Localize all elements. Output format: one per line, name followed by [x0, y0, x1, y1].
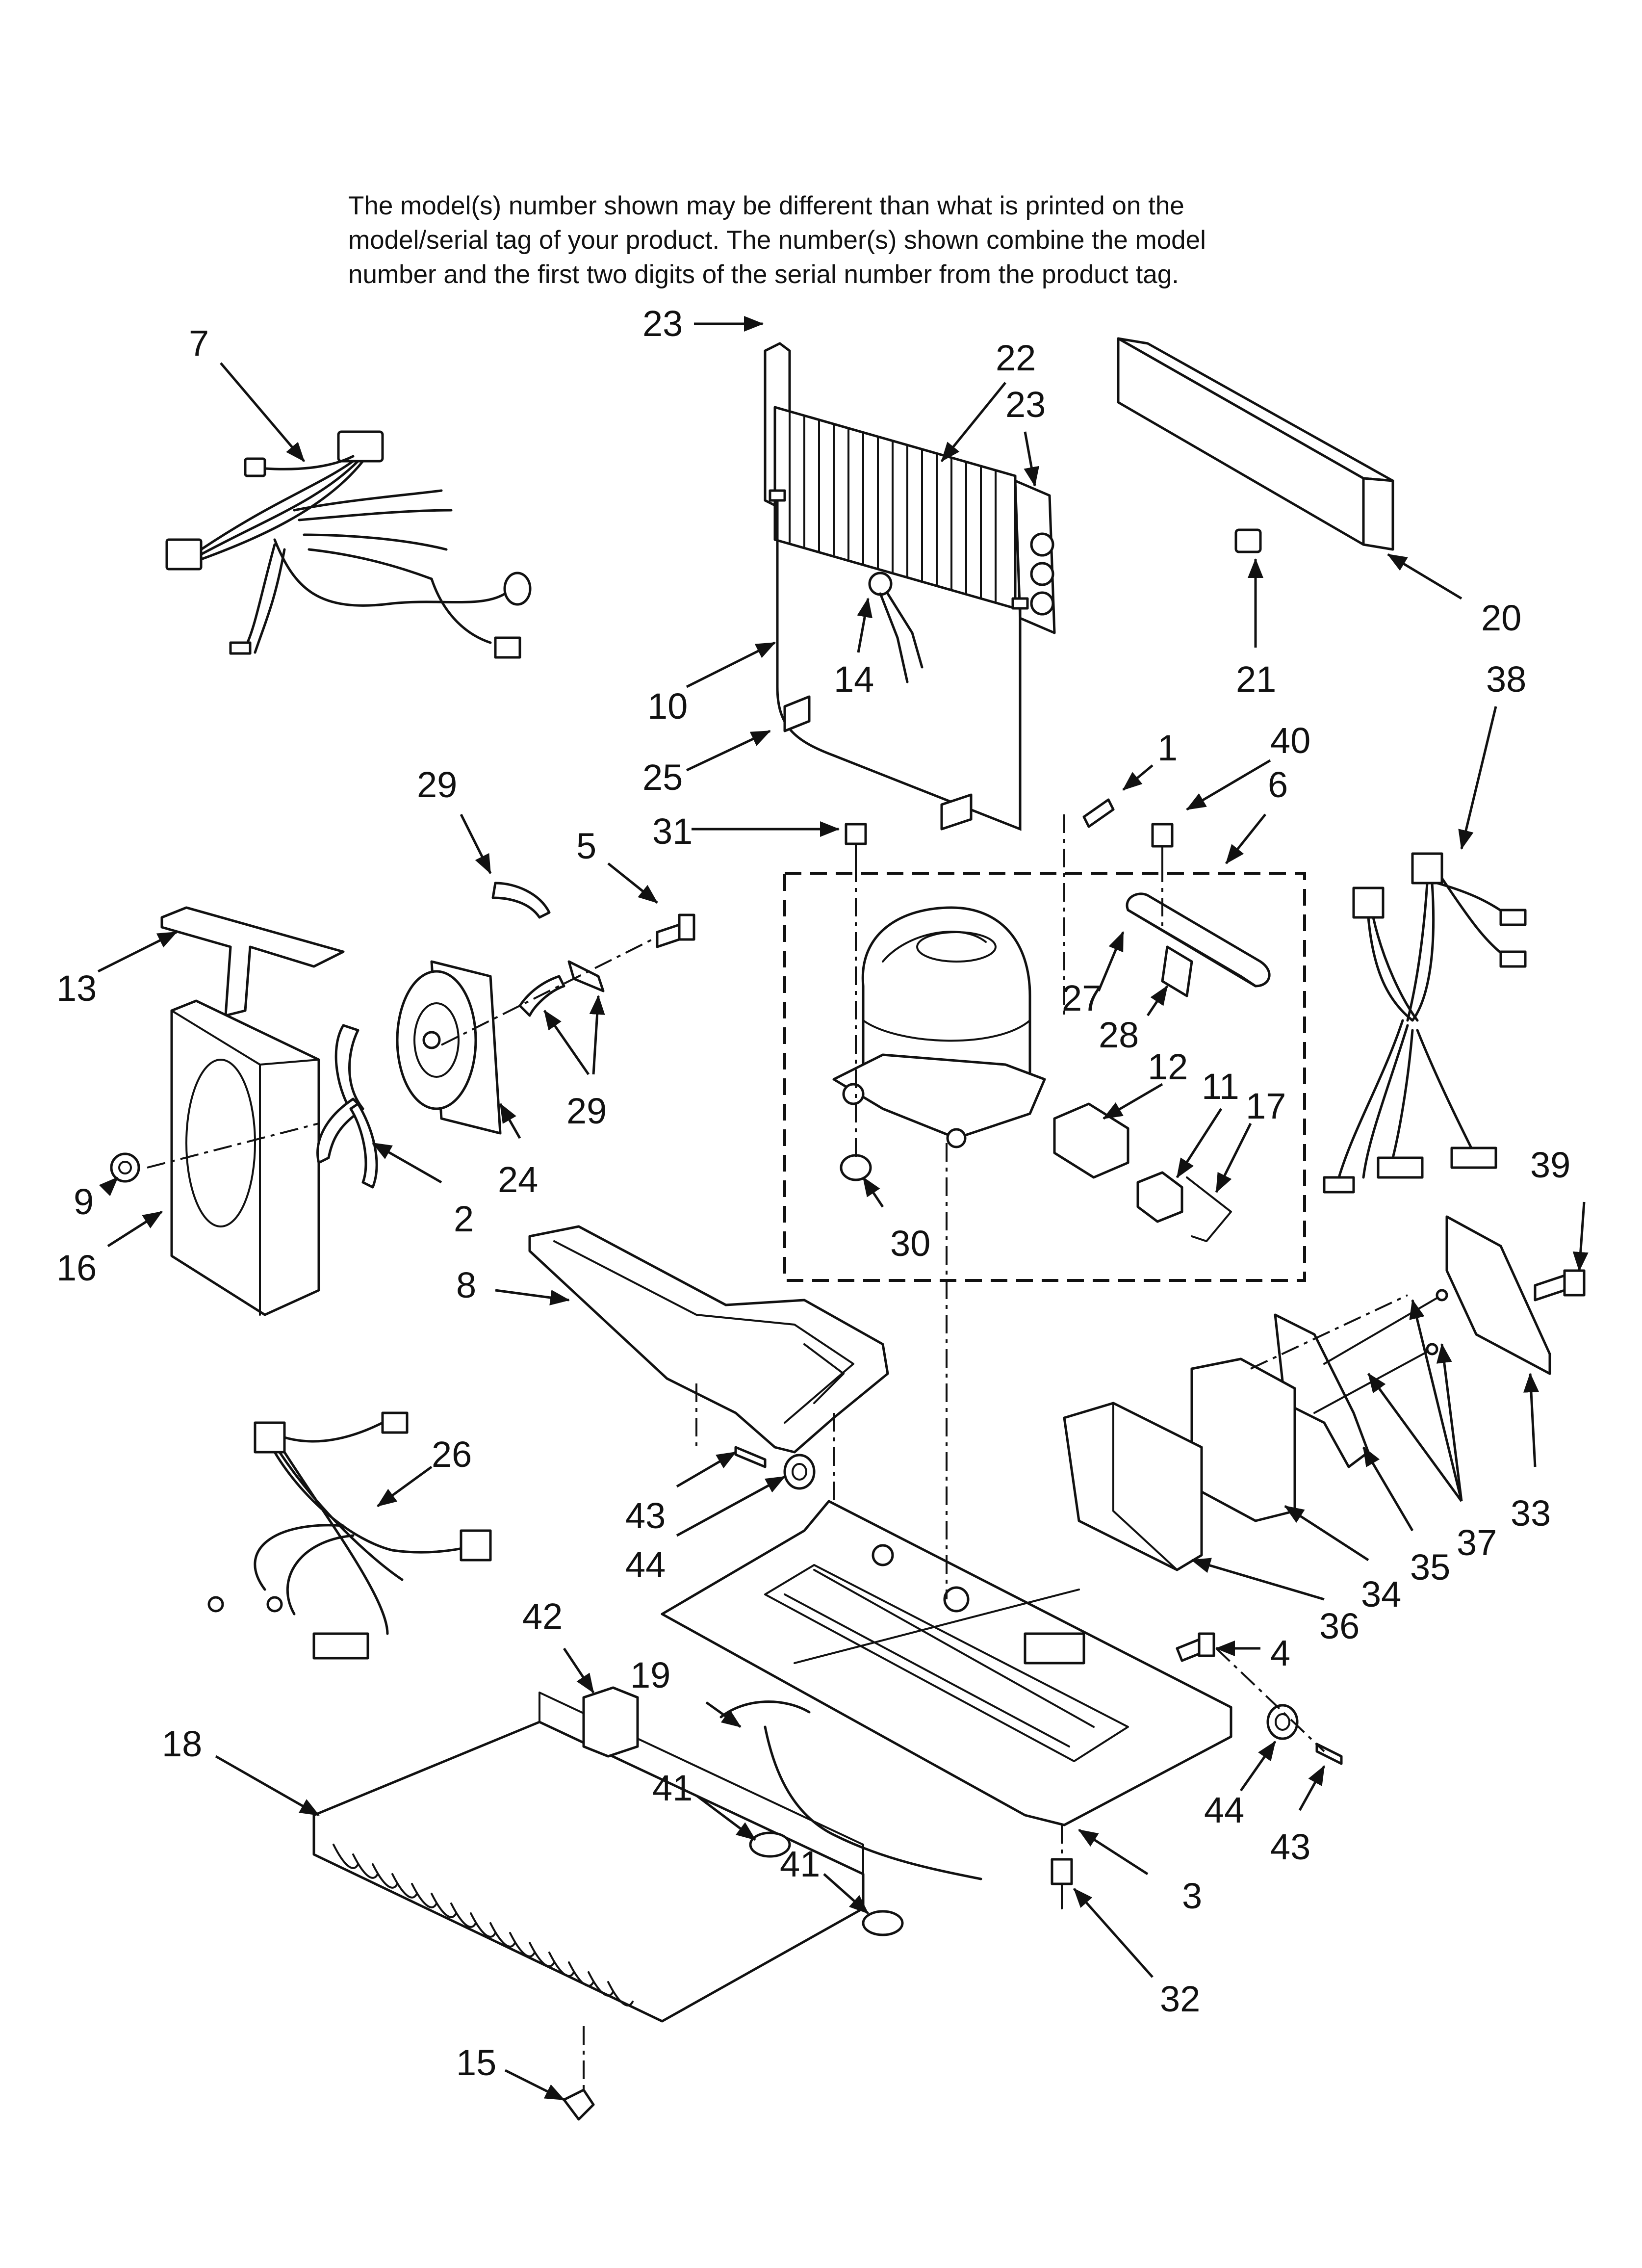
leader-lines: [97, 316, 1589, 2101]
grommet-30: [840, 1154, 872, 1181]
callout-36: 36: [1319, 1606, 1360, 1646]
callout-42: 42: [522, 1596, 563, 1637]
callout-23: 23: [1005, 384, 1046, 425]
callout-5: 5: [576, 826, 596, 866]
screw-40: [1151, 823, 1174, 864]
callout-41: 41: [780, 1844, 820, 1884]
callout-23: 23: [642, 303, 683, 344]
base-plate-3: [661, 1500, 1232, 1826]
callout-2: 2: [454, 1199, 474, 1239]
drier-bracket-28: [1161, 945, 1193, 997]
thermistor-21: [1234, 528, 1262, 553]
note-line-2: model/serial tag of your product. The nu…: [348, 226, 1206, 255]
screw-32: [1051, 1858, 1073, 1909]
compressor: [832, 906, 1046, 1148]
callout-20: 20: [1481, 598, 1521, 638]
callout-43: 43: [625, 1495, 666, 1536]
callout-31: 31: [652, 811, 693, 852]
screw-1: [1082, 798, 1115, 828]
foot-44-left: [783, 1454, 816, 1490]
callout-1: 1: [1157, 728, 1178, 768]
clamp-41-upper: [749, 1831, 791, 1858]
callout-37: 37: [1457, 1522, 1497, 1563]
fan-motor-24: [396, 960, 502, 1135]
callout-21: 21: [1236, 659, 1276, 700]
callout-38: 38: [1486, 659, 1526, 700]
wire-harness-26: [207, 1411, 492, 1660]
wire-harness-38: [1323, 852, 1527, 1194]
callout-26: 26: [432, 1434, 472, 1475]
callout-44: 44: [1204, 1790, 1244, 1830]
main-wire-harness-7: [165, 430, 532, 659]
foot-44-right: [1266, 1704, 1299, 1740]
callout-13: 13: [56, 968, 97, 1009]
callout-34: 34: [1361, 1574, 1401, 1615]
callout-6: 6: [1268, 764, 1288, 805]
callout-19: 19: [630, 1655, 670, 1695]
callout-25: 25: [642, 757, 683, 798]
clamp-41-lower: [862, 1910, 904, 1936]
fan-shroud-16: [170, 999, 320, 1316]
callout-29: 29: [566, 1091, 607, 1131]
assembly-lines: [147, 814, 1408, 2090]
screw-31: [845, 823, 867, 864]
evaporator-cover-20: [1117, 337, 1394, 551]
callout-40: 40: [1270, 720, 1310, 761]
callout-17: 17: [1246, 1086, 1286, 1126]
callout-9: 9: [74, 1181, 94, 1222]
callout-32: 32: [1160, 1979, 1200, 2019]
callout-43: 43: [1270, 1826, 1310, 1867]
defrost-thermostat-14: [868, 572, 924, 683]
filter-drier-27: [1126, 892, 1271, 988]
callout-7: 7: [189, 323, 209, 364]
callout-15: 15: [456, 2042, 496, 2083]
clip-17: [1186, 1176, 1232, 1242]
callout-4: 4: [1270, 1633, 1290, 1673]
control-cover-36: [1063, 1402, 1203, 1571]
callout-10: 10: [647, 686, 688, 727]
callout-3: 3: [1182, 1876, 1202, 1916]
callout-24: 24: [498, 1159, 538, 1200]
fan-blade-2: [316, 1024, 378, 1189]
model-number-note: The model(s) number shown may be differe…: [348, 189, 1378, 292]
callout-12: 12: [1148, 1046, 1188, 1087]
callout-11: 11: [1202, 1066, 1239, 1107]
note-line-1: The model(s) number shown may be differe…: [348, 191, 1184, 220]
callout-44: 44: [625, 1544, 666, 1585]
clip-15: [563, 2088, 595, 2121]
screw-39: [1534, 1269, 1586, 1302]
screw-4: [1176, 1632, 1215, 1662]
callout-18: 18: [162, 1723, 202, 1764]
drain-heater-10: [769, 489, 1029, 831]
bracket-33: [1445, 1215, 1551, 1375]
callout-14: 14: [834, 659, 874, 700]
grommet-9: [110, 1152, 140, 1183]
callout-41: 41: [652, 1768, 693, 1808]
callout-8: 8: [456, 1265, 476, 1305]
seal-13: [160, 906, 345, 1017]
callout-16: 16: [56, 1248, 97, 1288]
callout-30: 30: [890, 1223, 930, 1264]
overload-11: [1136, 1171, 1183, 1223]
pin-43-left: [734, 1446, 767, 1468]
control-board-34: [1190, 1357, 1296, 1522]
callout-labels: 7 23 22 23 20 21 38 10 14 25 1 40 6 29 5…: [56, 303, 1570, 2083]
callout-22: 22: [996, 338, 1036, 378]
callout-28: 28: [1099, 1015, 1139, 1055]
motor-clips-29: [491, 882, 605, 1017]
callout-29: 29: [417, 764, 457, 805]
callout-27: 27: [1062, 978, 1102, 1018]
callout-39: 39: [1530, 1145, 1570, 1185]
start-relay-12: [1053, 1102, 1129, 1179]
callout-35: 35: [1410, 1547, 1450, 1588]
callout-33: 33: [1511, 1493, 1551, 1534]
compressor-group-6: [783, 872, 1306, 1282]
note-line-3: number and the first two digits of the s…: [348, 260, 1179, 289]
screw-5: [656, 913, 695, 948]
clip-42: [582, 1686, 639, 1758]
